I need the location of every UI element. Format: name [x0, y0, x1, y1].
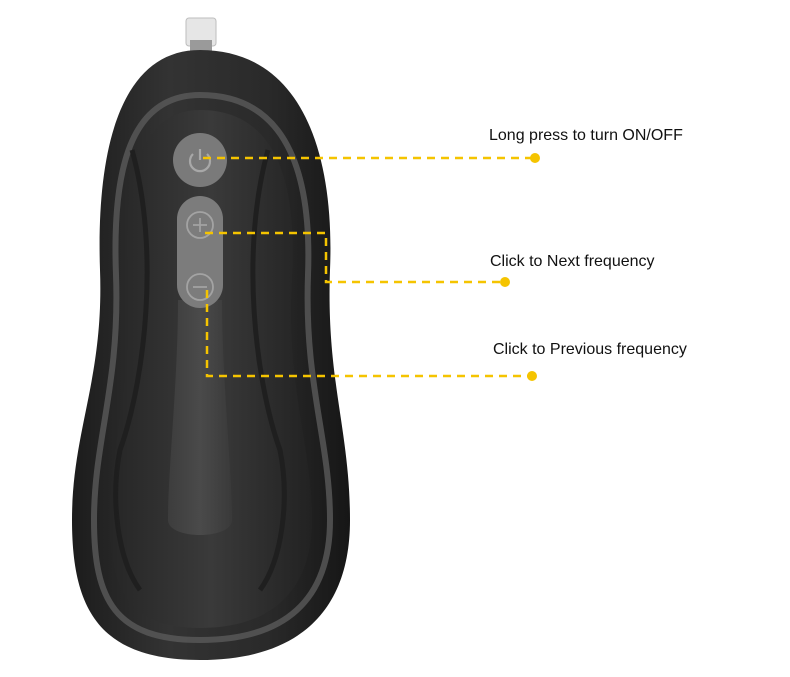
left-groove: [113, 149, 150, 592]
device-rim: [90, 91, 334, 644]
center-stem: [168, 300, 232, 535]
previous-frequency-button[interactable]: [186, 273, 214, 301]
power-icon: [188, 149, 212, 173]
power-instruction-label: Long press to turn ON/OFF: [489, 127, 683, 144]
power-leader-dot: [530, 153, 540, 163]
connector-nub: [185, 17, 217, 54]
previous-frequency-label: Click to Previous frequency: [493, 341, 687, 358]
next-leader-line: [205, 231, 505, 284]
next-frequency-button[interactable]: [186, 211, 214, 239]
previous-leader-dot: [527, 371, 537, 381]
next-frequency-label: Click to Next frequency: [490, 253, 655, 270]
power-button[interactable]: [173, 133, 227, 187]
right-groove: [250, 149, 287, 592]
next-leader-dot: [500, 277, 510, 287]
plus-icon: [193, 218, 207, 232]
previous-leader-line: [205, 290, 532, 378]
